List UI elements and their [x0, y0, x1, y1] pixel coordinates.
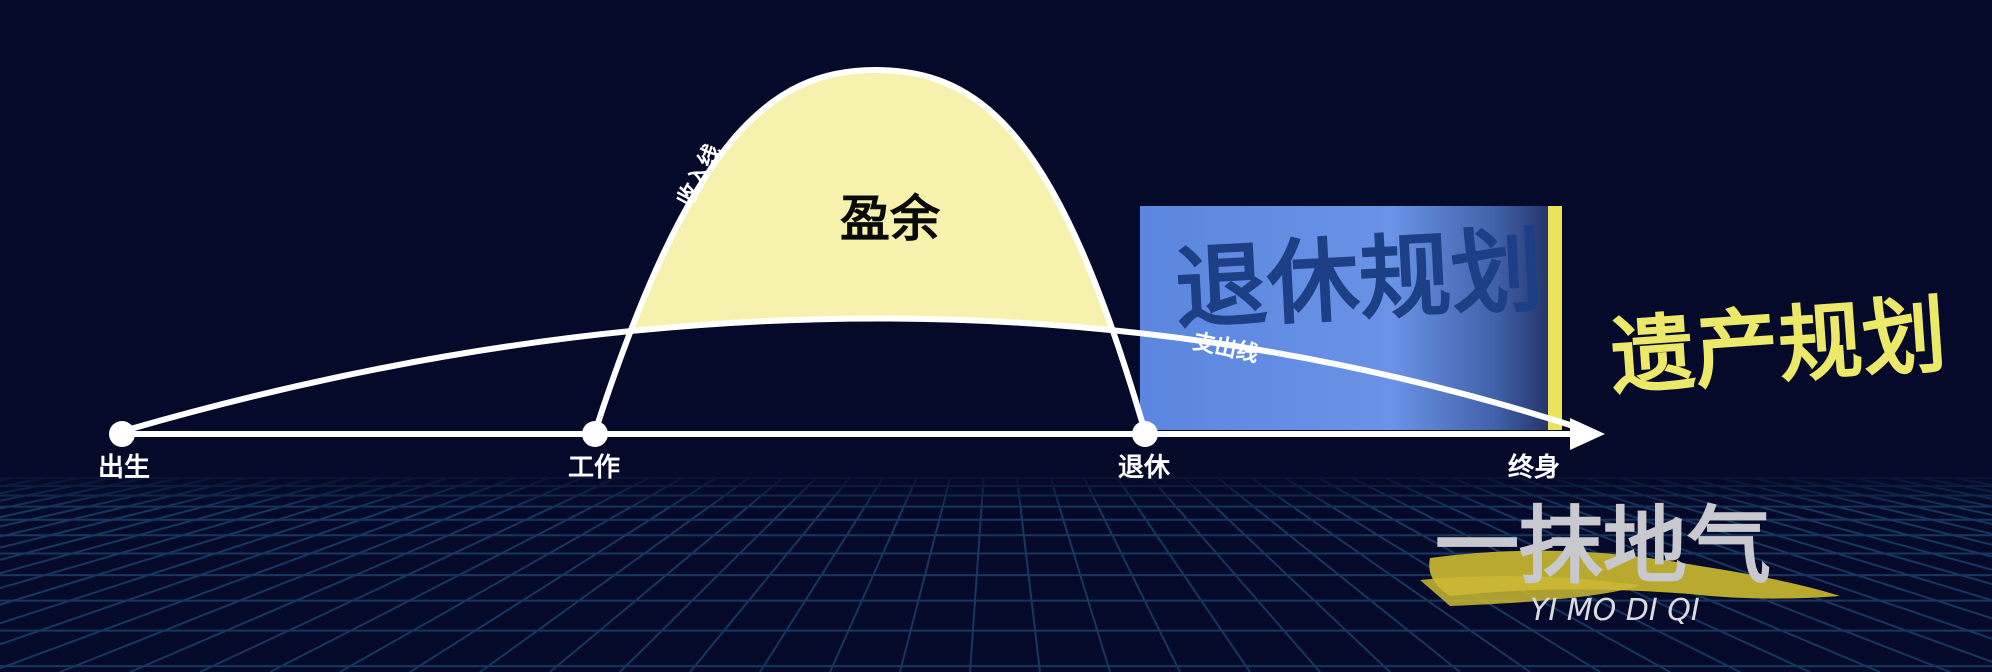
brand-name: 一抹地气 — [1435, 497, 1771, 595]
node-birth-dot — [109, 421, 135, 447]
floor-grid-line — [0, 477, 348, 575]
floor-grid-line — [0, 477, 448, 625]
floor-grid-line — [1720, 477, 1992, 546]
floor-grid-line — [619, 477, 817, 672]
timeline-arrow-head — [1570, 418, 1605, 450]
floor-grid-line — [1250, 477, 1531, 672]
node-work-label: 工作 — [568, 453, 620, 483]
floor-grid-line — [0, 477, 281, 549]
floor-grid-line — [1217, 477, 1461, 672]
floor-grid-line — [1653, 477, 1992, 571]
floor-fade — [0, 470, 1992, 510]
floor-grid-line — [1150, 477, 1321, 672]
floor-grid-line — [1586, 477, 1992, 602]
brush-stroke-2 — [1420, 576, 1640, 606]
floor-grid-line — [0, 477, 247, 538]
floor-grid-line — [899, 477, 952, 672]
node-retire-dot — [1132, 421, 1158, 447]
brand-pinyin: YI MO DI QI — [1530, 593, 1700, 628]
floor-grid-line — [1753, 477, 1992, 535]
node-birth-label: 出生 — [98, 453, 150, 483]
floor-grid-line — [1049, 477, 1111, 672]
floor-grid-line — [759, 477, 884, 672]
floor-grid-line — [549, 477, 784, 672]
floor-grid-line — [1552, 477, 1992, 620]
floor-grid-line — [129, 477, 583, 672]
floor-grid-line — [1183, 477, 1391, 672]
floor-grid-line — [0, 477, 415, 606]
legacy-planning-label: 遗产规划 — [1607, 286, 1949, 407]
floor-grid-line — [339, 477, 683, 672]
floor-grid-line — [0, 477, 314, 561]
retirement-block — [1140, 206, 1560, 430]
node-end-label: 终身 — [1508, 452, 1560, 483]
accent-bar — [1548, 206, 1562, 430]
surplus-region — [595, 70, 1145, 430]
retirement-planning-label: 退休规划 — [1172, 217, 1545, 343]
floor-grid-line — [479, 477, 750, 672]
floor-grid-line — [829, 477, 918, 672]
floor-grid-line — [689, 477, 851, 672]
floor-grid-line — [1686, 477, 1992, 558]
floor-grid-line — [409, 477, 717, 672]
floor-grid-line — [969, 477, 985, 672]
surplus-label: 盈余 — [840, 190, 941, 248]
node-retire-label: 退休 — [1118, 453, 1171, 483]
floor-grid-line — [1083, 477, 1181, 672]
floor-grid-line — [199, 477, 616, 672]
node-work-dot — [582, 421, 608, 447]
floor-grid-line — [1016, 477, 1041, 672]
floor-grid-line — [0, 477, 214, 528]
expense-curve — [117, 315, 1595, 435]
floor-grid-line — [0, 477, 180, 519]
floor-grid-line — [1519, 477, 1992, 640]
brand-logo: 一抹地气 YI MO DI QI — [1420, 497, 1840, 628]
floor-grid-line — [59, 477, 549, 672]
floor-grid-line — [0, 477, 482, 646]
floor-grid-line — [269, 477, 650, 672]
income-curve — [592, 66, 1148, 435]
floor-grid-line — [1485, 477, 1992, 663]
floor-grid-line — [1787, 477, 1992, 526]
floor-grid-line — [1820, 477, 1992, 516]
floor-grid-line — [1116, 477, 1251, 672]
floor-grid — [0, 477, 1992, 672]
floor-grid-line — [0, 477, 515, 670]
floor-grid-line — [1619, 477, 1992, 586]
floor-grid-line — [0, 477, 381, 590]
